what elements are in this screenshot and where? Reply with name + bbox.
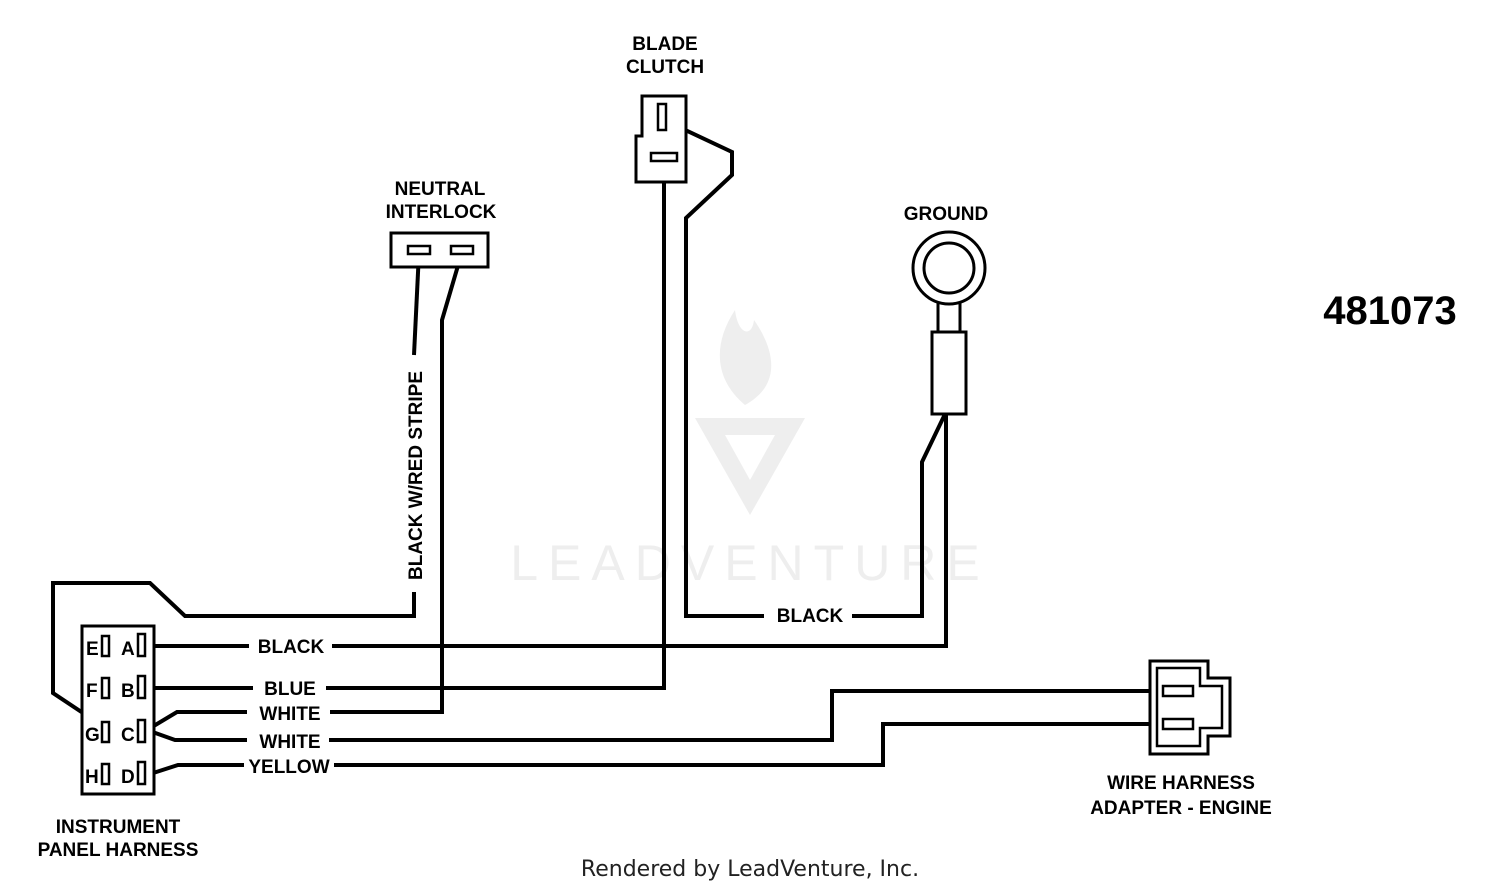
ground-ring-inner xyxy=(922,241,976,295)
blade-clutch-terminal-top xyxy=(656,102,668,132)
pin-slot-c xyxy=(136,718,147,744)
wire-black-clutch-ground xyxy=(663,118,764,618)
blade-clutch-connector: BLADE CLUTCH xyxy=(626,34,704,184)
harness-label-line2: PANEL HARNESS xyxy=(38,840,199,861)
wire-label-black-red-stripe: BLACK W/RED STRIPE xyxy=(406,371,427,580)
ground-sleeve xyxy=(930,330,968,416)
pin-label-a: A xyxy=(121,639,135,660)
neutral-interlock-terminal-right xyxy=(449,244,475,256)
pin-slot-h xyxy=(100,762,111,786)
adapter-label-line1: WIRE HARNESS xyxy=(1107,773,1255,794)
part-number: 481073 xyxy=(1323,289,1456,333)
wire-white-c1 xyxy=(330,251,464,714)
neutral-interlock-terminal-left xyxy=(406,244,432,256)
wires xyxy=(51,118,1165,777)
pin-label-h: H xyxy=(85,767,99,788)
wire-yellow-d xyxy=(146,763,244,777)
pin-label-e: E xyxy=(86,639,99,660)
adapter-body-outer xyxy=(1148,659,1232,756)
wire-harness-adapter-engine: WIRE HARNESS ADAPTER - ENGINE xyxy=(1090,659,1272,819)
wire-white-c1-end xyxy=(145,710,247,732)
adapter-body-inner xyxy=(1155,666,1224,748)
watermark-brand: LEADVENTURE xyxy=(510,535,990,591)
wire-black-clutch-ground-end xyxy=(852,411,948,618)
wire-white-c2-end xyxy=(329,689,1165,742)
pin-slot-g xyxy=(100,720,111,744)
watermark-v-icon xyxy=(695,418,805,515)
wire-black-a xyxy=(332,414,948,648)
pin-label-f: F xyxy=(86,681,98,702)
wire-label-yellow-d: YELLOW xyxy=(248,757,329,778)
adapter-terminal-bottom xyxy=(1161,717,1195,731)
ground-label: GROUND xyxy=(904,204,988,225)
ground-neck xyxy=(936,302,962,332)
wire-white-c2 xyxy=(146,728,247,742)
wire-black-red-stripe xyxy=(412,251,421,356)
pin-label-b: B xyxy=(121,681,135,702)
footer-credit: Rendered by LeadVenture, Inc. xyxy=(581,857,919,882)
wire-label-white-c2: WHITE xyxy=(259,732,320,753)
pin-label-d: D xyxy=(121,767,135,788)
pin-slot-e xyxy=(100,634,111,658)
neutral-interlock-label-line2: INTERLOCK xyxy=(386,202,497,223)
wire-label-black-clutch-ground: BLACK xyxy=(777,606,844,627)
wire-yellow-d-end xyxy=(334,722,1165,767)
watermark: LEADVENTURE xyxy=(510,310,990,591)
ground-terminal: GROUND xyxy=(904,204,988,416)
instrument-panel-harness: E A F B G C H D INSTRUMENT PANEL HARNESS xyxy=(38,624,199,861)
pin-label-c: C xyxy=(121,725,135,746)
neutral-interlock-label-line1: NEUTRAL xyxy=(395,179,486,200)
wire-blue-b xyxy=(326,158,666,690)
adapter-terminal-top xyxy=(1161,684,1195,698)
wire-label-blue-b: BLUE xyxy=(264,679,316,700)
wire-labels: BLACK W/RED STRIPE BLACK BLACK BLUE WHIT… xyxy=(248,371,843,778)
blade-clutch-label-line1: BLADE xyxy=(632,34,697,55)
wire-black-red-stripe-lower xyxy=(51,581,416,727)
blade-clutch-label-line2: CLUTCH xyxy=(626,57,704,78)
pin-slot-f xyxy=(100,676,111,700)
pin-slot-b xyxy=(136,674,147,700)
wire-label-black-a: BLACK xyxy=(258,637,325,658)
pin-label-g: G xyxy=(85,725,100,746)
pin-slot-d xyxy=(136,760,147,786)
pin-slot-a xyxy=(136,632,147,658)
wire-label-white-c1: WHITE xyxy=(259,704,320,725)
neutral-interlock-connector: NEUTRAL INTERLOCK xyxy=(386,179,497,269)
blade-clutch-terminal-bottom xyxy=(649,151,679,163)
watermark-flame-icon xyxy=(719,310,772,405)
adapter-label-line2: ADAPTER - ENGINE xyxy=(1090,798,1272,819)
harness-label-line1: INSTRUMENT xyxy=(56,817,181,838)
